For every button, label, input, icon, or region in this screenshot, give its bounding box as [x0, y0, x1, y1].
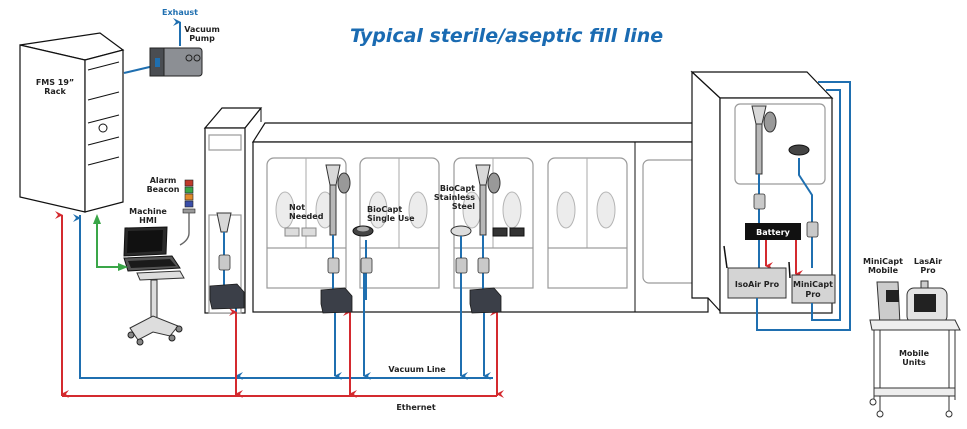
minicapt-mobile-label-1: MiniCapt: [863, 257, 903, 266]
machine-hmi: Machine HMI: [123, 207, 185, 346]
alarm-beacon: Alarm Beacon: [147, 176, 196, 246]
minicapt-pro-label-1: MiniCapt: [793, 280, 833, 289]
fms-rack: FMS 19” Rack: [19, 32, 125, 213]
vacuum-line-label: Vacuum Line: [388, 365, 446, 374]
not-needed-label-1: Not: [289, 203, 305, 212]
fms-rack-label-1: FMS 19”: [36, 78, 74, 87]
lasair-pro-label-2: Pro: [920, 266, 936, 275]
battery: [745, 223, 801, 240]
biocapt-stainless-label-2: Stainless: [434, 193, 475, 202]
minicapt-pro-label-2: Pro: [805, 290, 821, 299]
mobile-units-label-1: Mobile: [899, 349, 930, 358]
alarm-beacon-label-2: Beacon: [147, 185, 180, 194]
exhaust-label: Exhaust: [162, 8, 198, 17]
vacuum-pump-label-1: Vacuum: [184, 25, 220, 34]
battery-label: Battery: [756, 228, 791, 237]
glove-port-2: [359, 157, 440, 289]
lasair-pro-label-1: LasAir: [914, 257, 942, 266]
mobile-units: MiniCapt Mobile LasAir Pro Mobile Units: [863, 257, 961, 418]
minicapt-mobile-label-2: Mobile: [868, 266, 899, 275]
sampler-station-left: [209, 212, 245, 310]
machine-hmi-label-2: HMI: [139, 216, 157, 225]
fms-rack-label-2: Rack: [44, 87, 66, 96]
sampler-station-1: Not Needed: [284, 164, 353, 314]
biocapt-stainless-label-3: Steel: [452, 202, 475, 211]
biocapt-single-use-label-2: Single Use: [367, 214, 415, 223]
isoair-vacuum-loop: [756, 81, 851, 331]
isoair-pro-label: IsoAir Pro: [735, 280, 780, 289]
biocapt-single-use-label-1: BioCapt: [367, 205, 402, 214]
diagram-title: Typical sterile/aseptic fill line: [350, 25, 663, 47]
not-needed-label-2: Needed: [289, 212, 324, 221]
alarm-beacon-label-1: Alarm: [150, 176, 177, 185]
hmi-link-line: [96, 218, 125, 268]
vacuum-pump-label-2: Pump: [189, 34, 215, 43]
right-cabinet-instruments: Battery IsoAir Pro MiniCapt Pro: [723, 81, 851, 331]
biocapt-stainless-steel: BioCapt Stainless Steel: [434, 164, 525, 314]
glove-port-4: [547, 157, 628, 289]
ethernet-line: Ethernet: [55, 211, 504, 412]
minicapt-vacuum-loop: [811, 89, 841, 321]
biocapt-single-use: BioCapt Single Use: [352, 205, 415, 300]
biocapt-stainless-label-1: BioCapt: [440, 184, 475, 193]
minicapt-pro: [791, 274, 836, 304]
machine-hmi-label-1: Machine: [129, 207, 167, 216]
mobile-units-label-2: Units: [902, 358, 926, 367]
isoair-pro: [727, 267, 787, 299]
vacuum-pump: Exhaust Vacuum Pump: [123, 8, 220, 77]
ethernet-label: Ethernet: [396, 403, 435, 412]
